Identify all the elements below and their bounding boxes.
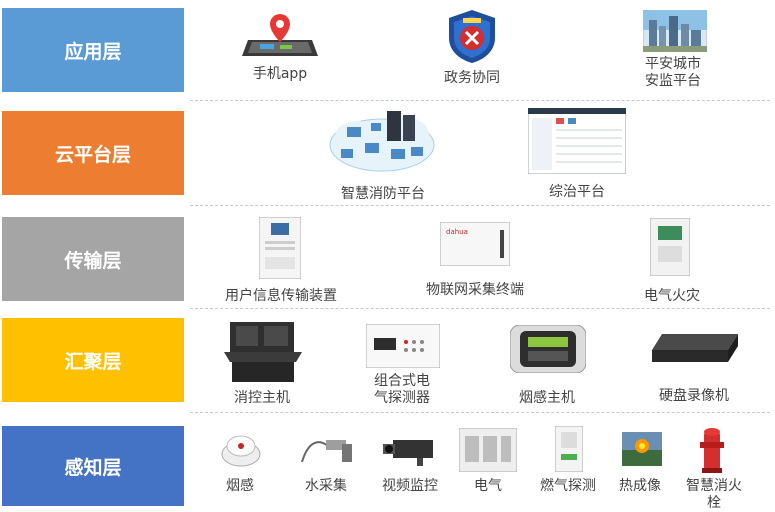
brand-badge: dahua <box>446 228 468 236</box>
electric-breaker-icon <box>459 428 517 472</box>
layer-transmission-label: 传输层 <box>64 249 122 272</box>
video-label: 视频监控 <box>382 478 438 494</box>
combined-detector-icon <box>366 324 440 368</box>
layer-convergence: 汇聚层 <box>2 318 184 402</box>
smart-fire-platform-label: 智慧消防平台 <box>341 186 425 202</box>
water-label: 水采集 <box>305 478 347 494</box>
electric-label: 电气 <box>474 478 502 494</box>
thermal-label: 热成像 <box>619 478 661 494</box>
layer-application-label: 应用层 <box>64 40 122 63</box>
fire-control-host-label: 消控主机 <box>234 390 290 406</box>
hydrant-label: 智慧消火栓 <box>686 478 742 511</box>
gov-collab-label: 政务协同 <box>444 70 500 86</box>
layer-convergence-label: 汇聚层 <box>64 350 122 373</box>
electrical-fire-label: 电气火灾 <box>644 288 700 304</box>
separator <box>190 412 770 413</box>
thermal-image-icon <box>622 432 662 466</box>
layer-transmission: 传输层 <box>2 217 184 301</box>
layer-perception: 感知层 <box>2 426 184 506</box>
separator <box>190 205 770 206</box>
water-sensor-icon <box>298 432 356 468</box>
iot-terminal-icon: dahua <box>440 222 510 266</box>
electrical-fire-device-icon <box>650 218 690 276</box>
combined-detector-label: 组合式电 气探测器 <box>374 373 430 406</box>
user-info-device-label: 用户信息传输装置 <box>225 288 337 304</box>
separator <box>190 100 770 101</box>
layer-application: 应用层 <box>2 8 184 92</box>
cloud-network-icon <box>327 105 437 175</box>
smoke-detector-icon <box>220 428 262 468</box>
control-console-icon <box>224 322 302 382</box>
dashboard-screen-icon <box>528 108 626 174</box>
nvr-icon <box>652 330 738 366</box>
iot-terminal-label: 物联网采集终端 <box>426 282 524 298</box>
gov-emblem-icon <box>445 8 499 64</box>
gas-detector-icon <box>555 426 583 472</box>
hydrant-icon <box>698 426 726 474</box>
layer-cloud-label: 云平台层 <box>54 143 131 166</box>
safe-city-label: 平安城市 安监平台 <box>645 56 701 89</box>
camera-icon <box>383 434 439 468</box>
smoke-label: 烟感 <box>226 478 254 494</box>
city-photo-icon <box>643 10 707 52</box>
info-transmitter-icon <box>259 217 301 279</box>
nvr-label: 硬盘录像机 <box>659 388 729 404</box>
separator <box>190 308 770 309</box>
layer-cloud: 云平台层 <box>2 111 184 195</box>
map-phone-icon <box>240 10 320 60</box>
comprehensive-platform-label: 综治平台 <box>549 184 605 200</box>
smoke-host-icon <box>510 325 586 373</box>
mobile-app-label: 手机app <box>252 66 308 82</box>
gas-label: 燃气探测 <box>540 478 596 494</box>
smoke-host-label: 烟感主机 <box>519 390 575 406</box>
layer-perception-label: 感知层 <box>64 456 122 479</box>
